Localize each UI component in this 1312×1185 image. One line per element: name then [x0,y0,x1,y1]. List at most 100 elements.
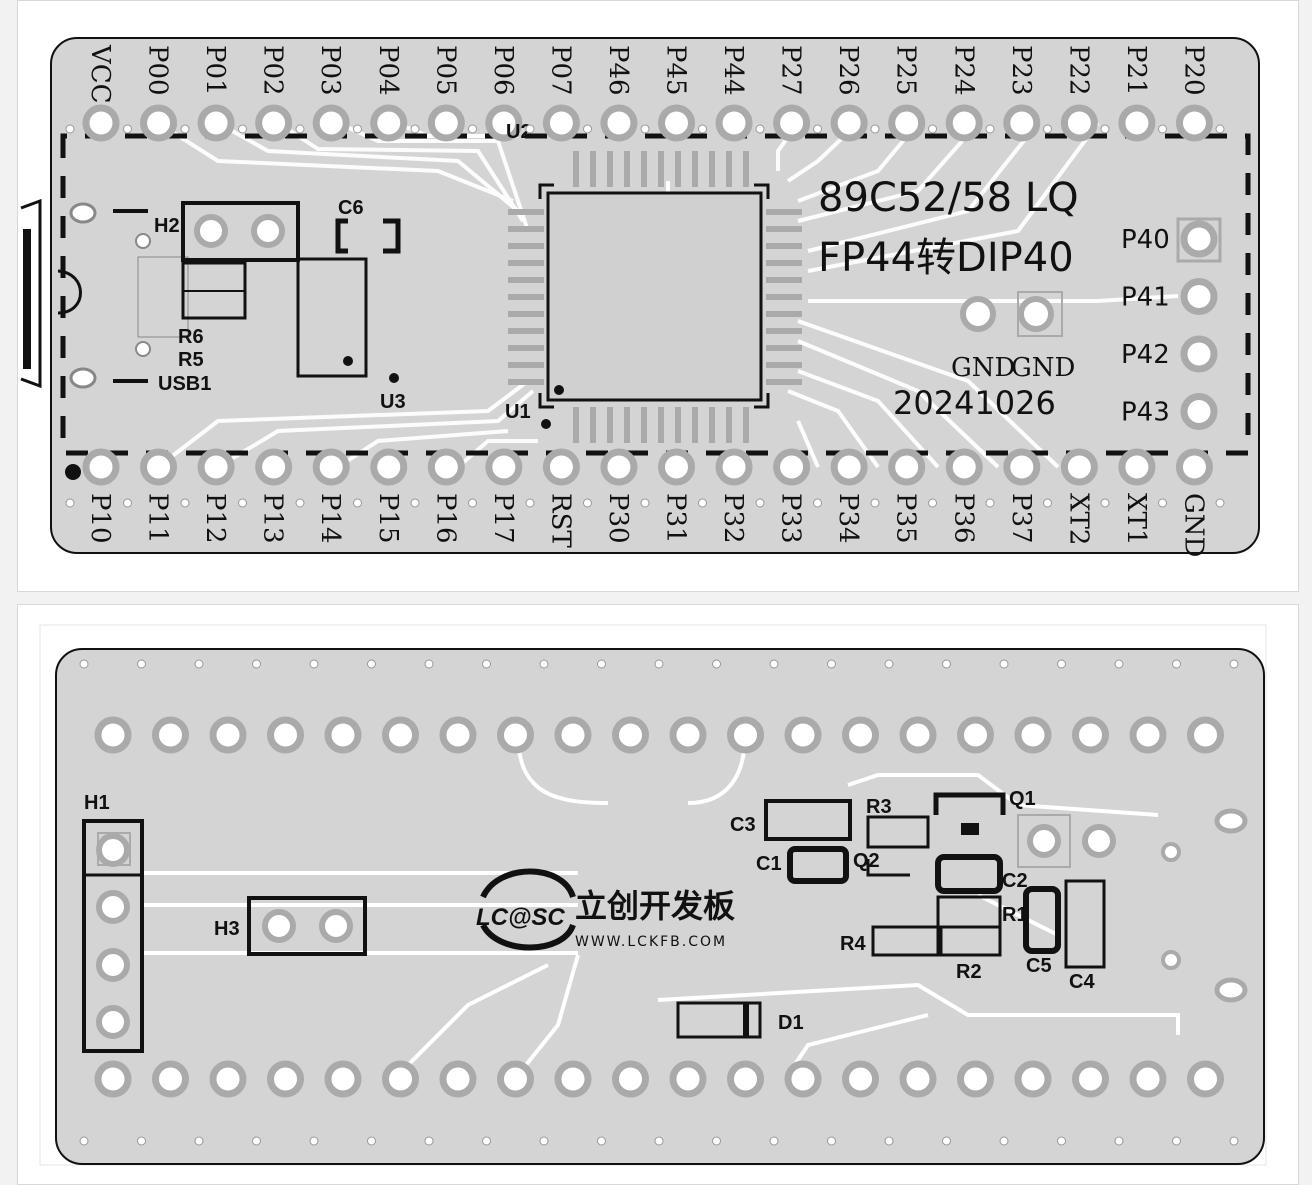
pin-label-p13: P13 [258,493,288,544]
via [1215,498,1225,508]
via [424,659,434,669]
via [252,1136,261,1146]
via [468,498,477,508]
qfp-pin [508,243,544,249]
pin-pad [1187,1060,1224,1098]
via [410,124,420,134]
via [597,1136,606,1146]
pin-pad-p05 [427,104,465,142]
h3-header [247,896,367,956]
pin-pad [554,1060,592,1098]
pin-pad [209,1060,247,1098]
pin-pad [497,1060,534,1098]
via [180,124,190,134]
qfp-pin [692,407,698,443]
pin-pad [1014,1060,1052,1098]
pin-label-p01: P01 [200,45,230,96]
via [482,1136,491,1146]
pin-pad [267,1060,304,1098]
pin-pad [1014,716,1052,754]
qfp-pin [726,151,732,187]
pin-label-p37: P37 [1006,493,1036,544]
via [79,1136,89,1146]
pin-pad [439,716,477,754]
pin-pad [957,1060,994,1098]
via [1158,498,1167,508]
via [1043,124,1052,134]
bottom-layer-panel: LC@SC 立创开发板 WWW.LCKFB.COM [17,604,1299,1185]
pin-label-xt2: XT2 [1063,493,1093,545]
pin-pads-right [1180,220,1218,430]
via [698,498,707,508]
via [482,659,491,669]
pin-pad [439,1060,477,1098]
usb-connector [20,198,189,389]
qfp-pin [743,151,749,187]
pin-label-p22: P22 [1063,45,1093,96]
pin-pad-p00 [140,104,178,142]
h1-header [82,819,144,1053]
pin-pad-p12 [197,448,235,486]
via [583,124,592,134]
brand-cn: 立创开发板 [575,887,735,925]
pin-label-p26: P26 [833,45,863,96]
pin-pad [94,1060,132,1098]
pin-pad-p26 [830,104,868,142]
ref-c1: C1 [756,853,782,875]
qfp-pin [658,407,664,443]
pin-label-p46: P46 [603,45,633,96]
pin-pad-p23 [1003,104,1041,142]
via [468,124,477,134]
via [137,659,146,669]
pin-label-p04: P04 [373,45,403,96]
pin-pad-p46 [600,104,638,142]
via [424,1136,434,1146]
ref-c2: C2 [1002,870,1028,892]
pin-pad [554,716,592,754]
ref-r3: R3 [866,796,892,818]
via [928,498,937,508]
ref-u1: U1 [505,401,531,423]
pin-pads-bottom-view-top [94,716,1224,754]
board-date: 20241026 [893,384,1056,422]
gnd-label-1: GND [951,353,1015,383]
via [238,124,247,134]
pin-pad-p34 [830,448,868,486]
ref-d1: D1 [778,1012,804,1034]
ref-r1: R1 [1002,904,1028,926]
via [813,124,822,134]
pin-label-p05: P05 [430,45,460,96]
via [1229,659,1239,669]
pin-pad-gnd [1175,448,1213,486]
ref-r2: R2 [956,961,982,983]
qfp-pin [766,260,802,266]
via [755,498,765,508]
via [539,659,549,669]
qfp-pin [508,379,544,385]
pin-pad [1072,716,1109,754]
qfp-pin [508,311,544,317]
qfp-pin [508,294,544,300]
pin-label-vcc: VCC [85,44,115,104]
pin-pad [1072,1060,1109,1098]
pin-pads-top [82,104,1213,142]
ref-h3: H3 [214,918,240,940]
qfp-pin [709,407,715,443]
via [65,124,75,134]
pin-pad-p32 [715,448,753,486]
usb-mount-holes-bottom [1161,808,1248,1003]
via [137,1136,146,1146]
board-title-line1: 89C52/58 LQ [818,175,1079,221]
qfp-pin [766,277,802,283]
via [1114,659,1124,669]
pin-pad-p43 [1180,393,1218,430]
traces-bottom [143,734,1180,1077]
qfp-pin [766,294,802,300]
qfp-pin [766,209,802,215]
qfp-pin [508,260,544,266]
pin-label-p10: P10 [85,493,115,544]
pin-pad [497,716,534,754]
